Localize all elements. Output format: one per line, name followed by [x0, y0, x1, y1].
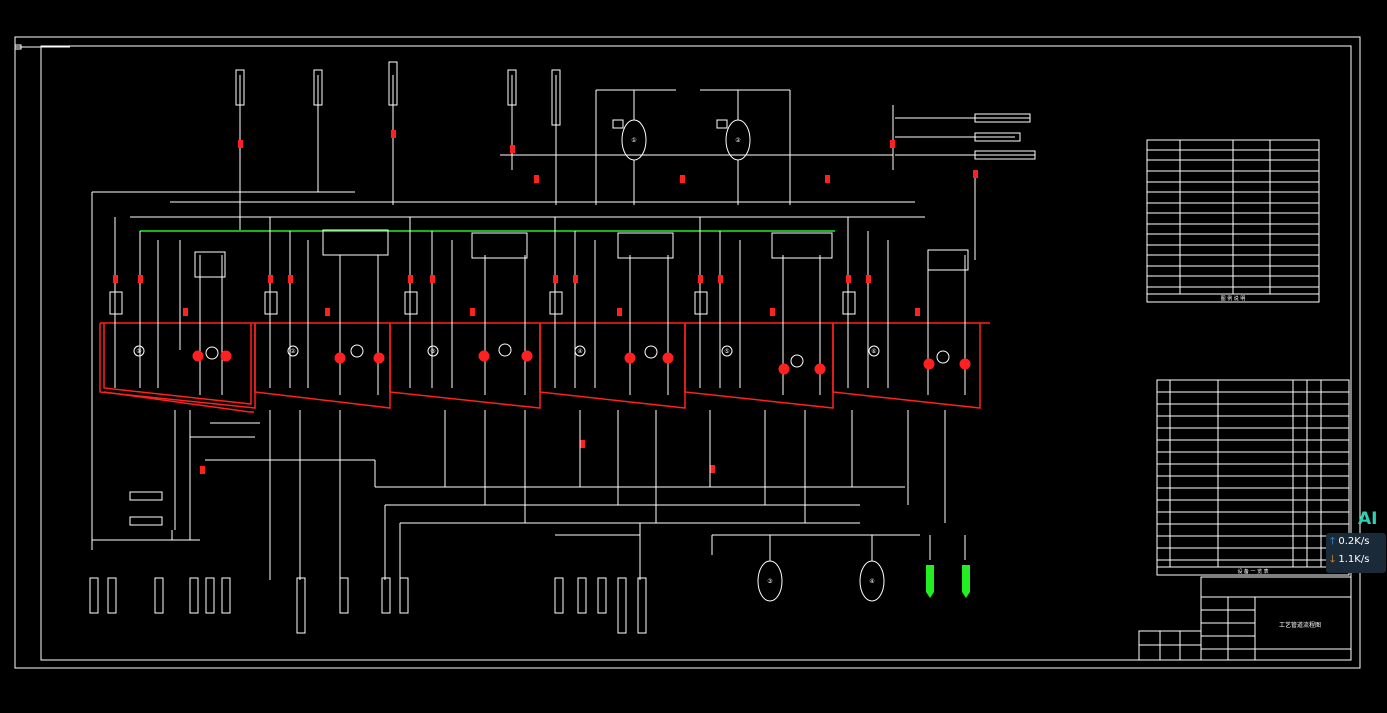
ai-badge[interactable]: AI [1358, 509, 1378, 529]
unit-label-4: ④ [577, 348, 582, 355]
unit-label-2: ② [290, 348, 296, 355]
equipment-table [1156, 379, 1350, 576]
title-block [1139, 596, 1351, 660]
header-pipes [91, 75, 1035, 550]
corner-mark [14, 44, 70, 50]
top-tanks [612, 90, 751, 205]
unit-label-6: ⑥ [871, 348, 876, 355]
mixer-symbols [192, 350, 971, 375]
legend-table [1146, 139, 1320, 303]
equipment-label-4: ④ [869, 578, 874, 585]
red-valves [113, 130, 978, 474]
drawing-frame [14, 36, 1361, 669]
mixer-centers [205, 343, 950, 368]
bottom-stubs [89, 491, 647, 634]
download-rate: 1.1K/s [1338, 554, 1370, 565]
lower-pipes [92, 410, 946, 580]
green-connectors [926, 565, 970, 598]
arrow-up-icon: 🡑 [1330, 536, 1336, 547]
equipment-label-3: ③ [767, 578, 772, 585]
unit-label-1: ① [136, 348, 141, 355]
arrow-down-icon: 🡓 [1330, 554, 1336, 565]
equipment-label-1: ① [631, 137, 636, 144]
header-boxes [109, 229, 969, 315]
unit-label-3: ③ [430, 348, 435, 355]
equipment-label-2: ② [735, 137, 741, 144]
unit-label-5: ⑤ [724, 348, 729, 355]
top-stubs [235, 61, 1036, 160]
unit-circles [133, 345, 880, 357]
upload-rate: 0.2K/s [1338, 536, 1370, 547]
bottom-tanks [711, 534, 966, 602]
title-block-title: 工艺管道流程图 [1279, 621, 1321, 629]
network-speed-widget[interactable]: 🡑 0.2K/s 🡓 1.1K/s [1326, 533, 1386, 573]
equipment-table-title: 设 备 一 览 表 [1237, 568, 1268, 575]
tank-boundary [99, 322, 990, 413]
legend-title: 图 例 说 明 [1221, 295, 1246, 302]
